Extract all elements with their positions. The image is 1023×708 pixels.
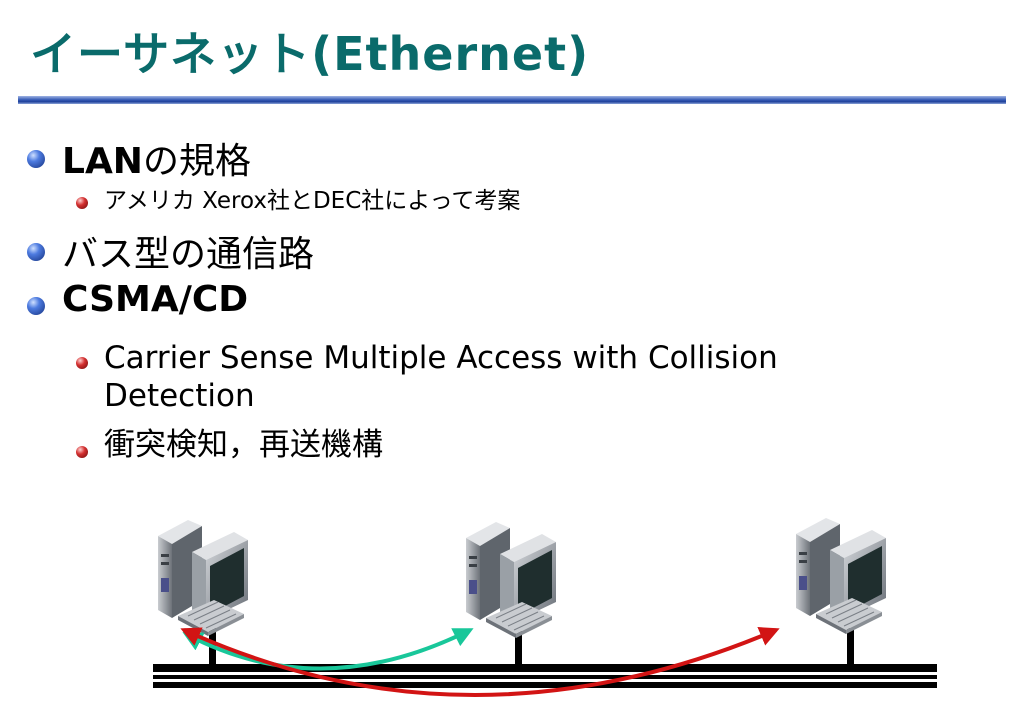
computer-right-icon (795, 517, 887, 635)
bullet-csma-cd: CSMA/CD (62, 279, 248, 320)
drop-line-middle (515, 628, 522, 672)
bullet-icon (27, 150, 45, 168)
sub-bullet-icon (76, 357, 88, 369)
computer-middle-icon (465, 521, 557, 639)
bus-cable-bottom (153, 682, 937, 688)
bullet-icon (27, 243, 45, 261)
bullet-icon (27, 297, 45, 315)
sub-bullet-collision-retransmit: 衝突検知，再送機構 (104, 427, 383, 463)
bullet-text: の規格 (142, 141, 251, 182)
bullet-bold-text: LAN (62, 141, 143, 182)
bus-cable-top (153, 664, 937, 672)
sub-bullet-xerox-dec: アメリカ Xerox社とDEC社によって考案 (104, 188, 521, 214)
bullet-bold-text: CSMA/CD (62, 279, 249, 320)
sub-bullet-icon (76, 197, 88, 209)
bus-cable-middle (153, 675, 937, 679)
bullet-bus-topology: バス型の通信路 (62, 234, 315, 275)
sub-bullet-icon (76, 446, 88, 458)
sub-bullet-csma-line2: Detection (104, 378, 255, 414)
page-title: イーサネット(Ethernet) (30, 27, 590, 81)
sub-bullet-csma-line1: Carrier Sense Multiple Access with Colli… (104, 340, 778, 376)
drop-line-right (847, 628, 854, 672)
title-divider (18, 96, 1006, 104)
bullet-lan-standard: LANの規格 (62, 132, 251, 184)
long-transmission-arrow (180, 627, 780, 697)
computer-left-icon (157, 519, 249, 637)
short-transmission-arrow (182, 628, 474, 671)
